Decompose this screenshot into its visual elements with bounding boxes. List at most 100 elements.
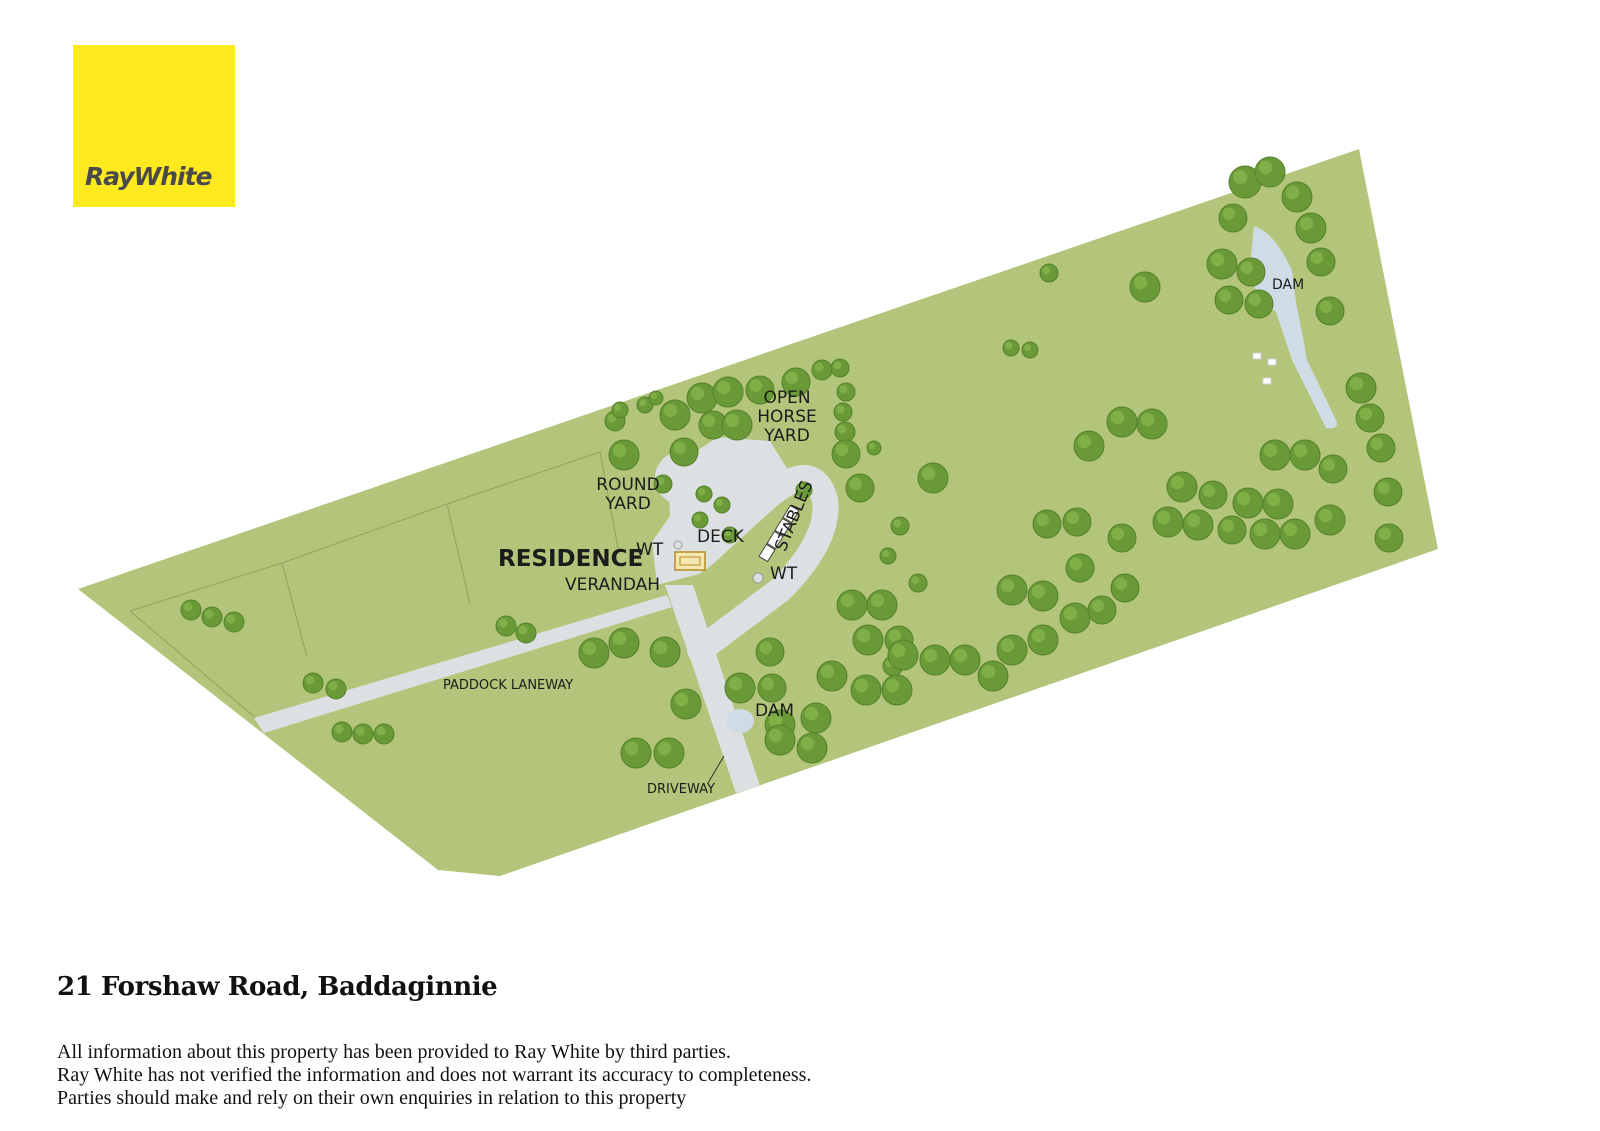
- tree-highlight: [716, 380, 731, 395]
- tree-highlight: [1218, 289, 1232, 303]
- tree-highlight: [1263, 443, 1278, 458]
- tree-highlight: [328, 681, 338, 691]
- tree-highlight: [1024, 344, 1032, 352]
- tree-highlight: [1031, 628, 1046, 643]
- label-wt-house: WT: [636, 540, 664, 560]
- tree-highlight: [1042, 266, 1051, 275]
- tree-highlight: [1186, 513, 1201, 528]
- tree-highlight: [498, 618, 508, 628]
- tree-highlight: [1077, 434, 1092, 449]
- tree-highlight: [893, 519, 902, 528]
- logo-text: RayWhite: [85, 162, 213, 191]
- driveway: [665, 585, 760, 793]
- tree-highlight: [1222, 207, 1236, 221]
- tree-highlight: [800, 736, 815, 751]
- tree-highlight: [1285, 185, 1300, 200]
- small-sheds: [1252, 352, 1277, 385]
- tree-highlight: [650, 392, 658, 400]
- dam-north: [1250, 226, 1337, 429]
- tree-highlight: [653, 640, 668, 655]
- tree-highlight: [673, 441, 687, 455]
- label-dam-south: DAM: [755, 701, 794, 721]
- tree-highlight: [1000, 578, 1015, 593]
- tree-highlight: [657, 741, 672, 756]
- tree-highlight: [1156, 510, 1171, 525]
- tree-highlight: [305, 675, 315, 685]
- tree-highlight: [1110, 410, 1125, 425]
- tree-highlight: [839, 385, 848, 394]
- tree-highlight: [614, 404, 622, 412]
- label-deck: DECK: [697, 527, 745, 547]
- label-horse-yard-2: HORSE: [757, 407, 817, 427]
- tree-highlight: [953, 648, 968, 663]
- tree-highlight: [1310, 251, 1324, 265]
- tree-highlight: [1063, 606, 1078, 621]
- tree-highlight: [854, 678, 869, 693]
- tree-highlight: [749, 379, 763, 393]
- tree-highlight: [768, 713, 783, 728]
- tree-highlight: [891, 643, 906, 658]
- tree-highlight: [612, 443, 627, 458]
- tree-highlight: [1318, 508, 1333, 523]
- tree-highlight: [376, 726, 386, 736]
- tree-highlight: [698, 488, 706, 496]
- tree-highlight: [759, 641, 773, 655]
- label-verandah: VERANDAH: [565, 575, 660, 595]
- label-residence: RESIDENCE: [498, 546, 643, 572]
- tree-highlight: [1319, 300, 1333, 314]
- tree-highlight: [1031, 584, 1046, 599]
- tree-highlight: [785, 371, 799, 385]
- tree-highlight: [656, 477, 665, 486]
- label-horse-yard-3: YARD: [763, 426, 810, 446]
- disclaimer-line: Ray White has not verified the informati…: [57, 1064, 812, 1086]
- tree-highlight: [1370, 437, 1384, 451]
- tree-highlight: [981, 664, 996, 679]
- tree-highlight: [1283, 522, 1298, 537]
- tree-highlight: [1322, 458, 1336, 472]
- dam-south: [726, 709, 754, 733]
- tree-highlight: [1236, 491, 1251, 506]
- tree-highlight: [582, 641, 597, 656]
- tree-highlight: [663, 403, 678, 418]
- tree-highlight: [624, 741, 639, 756]
- tree-highlight: [814, 362, 824, 372]
- tree-highlight: [1111, 527, 1125, 541]
- tree-highlight: [639, 399, 647, 407]
- tree-highlight: [856, 628, 871, 643]
- tree-highlight: [804, 706, 819, 721]
- label-paddock-laneway: PADDOCK LANEWAY: [443, 678, 573, 693]
- tree-highlight: [836, 405, 845, 414]
- tree-highlight: [1299, 216, 1314, 231]
- tree-highlight: [1069, 557, 1083, 571]
- tree-highlight: [716, 499, 724, 507]
- tree-highlight: [1266, 492, 1281, 507]
- tree-highlight: [1210, 252, 1225, 267]
- tree-highlight: [923, 648, 938, 663]
- tree-highlight: [761, 677, 775, 691]
- tree-highlight: [1202, 484, 1216, 498]
- tree-highlight: [612, 631, 627, 646]
- tree-highlight: [204, 609, 214, 619]
- tree-highlight: [690, 386, 705, 401]
- paddock-laneway: [254, 595, 672, 733]
- label-round-yard-1: ROUND: [596, 475, 659, 495]
- label-dam-north: DAM: [1272, 277, 1304, 293]
- label-driveway: DRIVEWAY: [647, 782, 715, 797]
- tree-highlight: [1114, 577, 1128, 591]
- residence-verandah: [679, 556, 701, 566]
- tree-highlight: [694, 514, 702, 522]
- tree-highlight: [1248, 293, 1262, 307]
- disclaimer: All information about this property has …: [57, 1041, 811, 1110]
- tree-highlight: [835, 443, 849, 457]
- tree-highlight: [725, 413, 740, 428]
- tree-highlight: [518, 625, 528, 635]
- tree-highlight: [798, 484, 806, 492]
- tree-highlight: [837, 424, 847, 434]
- tree-highlight: [724, 529, 732, 537]
- tree-highlight: [334, 724, 344, 734]
- tree-highlight: [1066, 511, 1080, 525]
- tree-highlight: [355, 726, 365, 736]
- tree-highlight: [1036, 513, 1050, 527]
- stables-loop-road: [687, 465, 839, 663]
